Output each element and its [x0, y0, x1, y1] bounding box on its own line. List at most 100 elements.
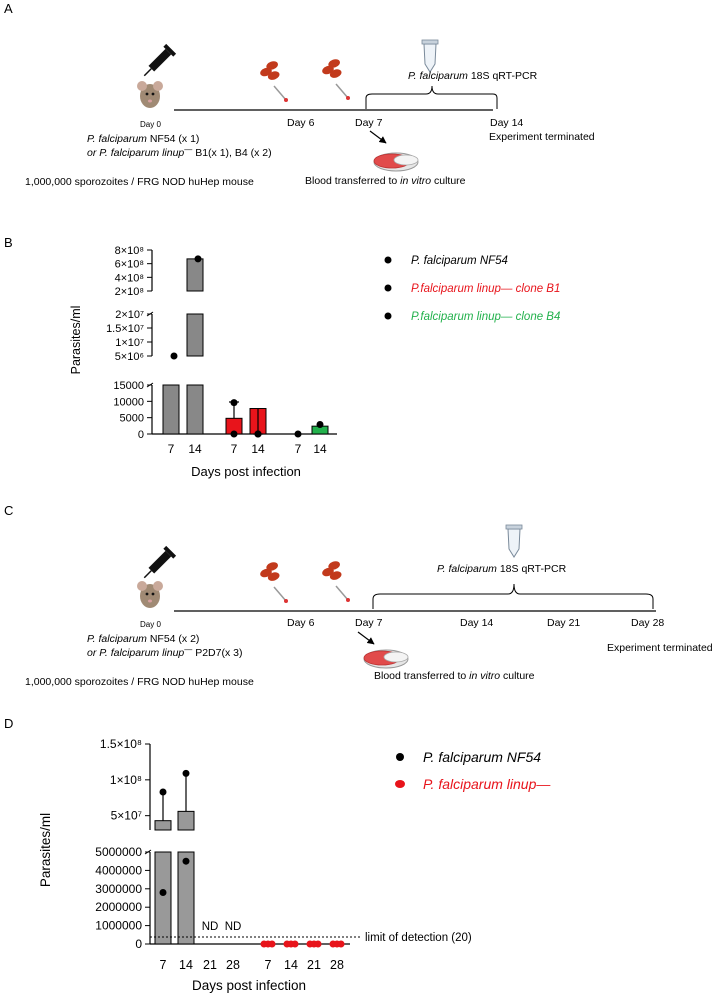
- blood-transfer-label: Blood transferred to in vitro culture: [374, 670, 535, 682]
- y-tick-label: 10000: [113, 396, 144, 408]
- timeline-day14: Day 14: [490, 117, 523, 129]
- x-tick-label: 14: [188, 442, 202, 456]
- x-tick-label: 14: [313, 442, 327, 456]
- limit-of-detection-label: limit of detection (20): [365, 932, 472, 944]
- bar: [177, 851, 195, 945]
- bar: [154, 820, 172, 831]
- y-tick-label: 4×10⁸: [115, 272, 144, 284]
- data-point: [268, 940, 276, 948]
- y-tick-label: 1×10⁷: [115, 337, 144, 349]
- y-axis-label: Parasites/ml: [38, 813, 53, 887]
- experiment-terminated: Experiment terminated: [489, 131, 595, 143]
- panel-c-letter: C: [4, 503, 13, 518]
- panel-b-chart: B 0500010000150005×10⁶1×10⁷1.5×10⁷2×10⁷2…: [4, 235, 560, 479]
- legend-marker: [384, 284, 392, 292]
- timeline-day0: Day 0: [140, 120, 161, 129]
- syringe-icon: [143, 545, 177, 579]
- panel-a: A Day 0 Day 6 Day 7 Day 14 Experiment te…: [4, 1, 595, 188]
- syringe-icon: [143, 43, 177, 77]
- nd-annotation: ND: [202, 921, 219, 933]
- data-point: [194, 255, 202, 263]
- legend-marker: [384, 256, 392, 264]
- timeline-day7: Day 7: [355, 617, 383, 629]
- x-tick-label: 21: [307, 958, 321, 972]
- transfer-arrow: [369, 130, 387, 144]
- blood-transfer-label: Blood transferred to in vitro culture: [305, 175, 466, 187]
- data-point: [182, 857, 190, 865]
- y-tick-label: 0: [135, 937, 142, 951]
- red-blood-cell-icon: [320, 558, 351, 603]
- x-tick-label: 28: [330, 958, 344, 972]
- x-axis-label: Days post infection: [192, 978, 306, 993]
- strain-linup-label: or P. falciparum linup— B1(x 1), B4 (x 2…: [87, 145, 272, 160]
- strain-nf54-label: P. falciparum NF54 (x 1): [87, 133, 199, 145]
- mouse-icon: [137, 581, 163, 608]
- data-point: [316, 421, 324, 429]
- y-tick-label: 5×10⁶: [115, 351, 144, 363]
- x-tick-label: 7: [265, 958, 272, 972]
- x-tick-label: 7: [295, 442, 302, 456]
- x-tick-label: 14: [284, 958, 298, 972]
- data-point: [230, 399, 238, 407]
- y-tick-label: 1×10⁸: [110, 773, 142, 787]
- y-tick-label: 0: [138, 429, 144, 441]
- red-blood-cell-icon: [320, 56, 351, 101]
- sporozoite-dose-label: 1,000,000 sporozoites / FRG NOD huHep mo…: [25, 676, 254, 688]
- data-point: [170, 352, 178, 360]
- y-tick-label: 1.5×10⁷: [106, 323, 144, 335]
- y-tick-label: 1000000: [95, 919, 142, 933]
- tube-icon: [505, 524, 523, 558]
- legend-marker: [395, 780, 405, 788]
- experiment-terminated: Experiment terminated: [607, 642, 713, 654]
- bar: [186, 313, 204, 357]
- y-tick-label: 4000000: [95, 863, 142, 877]
- data-point: [159, 788, 167, 796]
- culture-dish-icon: [373, 152, 419, 172]
- qpcr-bracket: [365, 85, 498, 109]
- legend-label: P.falciparum linup— clone B1: [411, 283, 560, 295]
- mouse-icon: [137, 81, 163, 108]
- x-tick-label: 7: [160, 958, 167, 972]
- timeline-day21: Day 21: [547, 617, 580, 629]
- data-point: [291, 940, 299, 948]
- legend-label: P. falciparum NF54: [411, 255, 508, 267]
- data-point: [182, 769, 190, 777]
- x-tick-label: 14: [179, 958, 193, 972]
- panel-d-letter: D: [4, 716, 13, 731]
- legend-label: P. falciparum linup—: [423, 776, 551, 792]
- nd-annotation: ND: [225, 921, 242, 933]
- y-axis-label: Parasites/ml: [69, 306, 83, 375]
- x-tick-label: 7: [168, 442, 175, 456]
- transfer-arrow: [357, 631, 375, 645]
- y-tick-label: 5×10⁷: [111, 809, 142, 823]
- y-tick-label: 1.5×10⁸: [100, 737, 142, 751]
- bar: [186, 384, 204, 435]
- qpcr-label: P. falciparum 18S qRT-PCR: [437, 563, 567, 575]
- data-point: [294, 430, 302, 438]
- y-tick-label: 8×10⁸: [115, 245, 144, 257]
- data-point: [254, 430, 262, 438]
- panel-a-letter: A: [4, 1, 13, 16]
- strain-linup-label: or P. falciparum linup— P2D7(x 3): [87, 645, 242, 660]
- x-tick-label: 7: [231, 442, 238, 456]
- y-tick-label: 3000000: [95, 882, 142, 896]
- red-blood-cell-icon: [258, 559, 289, 604]
- timeline-day0: Day 0: [140, 620, 161, 629]
- timeline-day6: Day 6: [287, 117, 315, 129]
- timeline-day7: Day 7: [355, 117, 383, 129]
- y-tick-label: 2×10⁷: [115, 309, 144, 321]
- panel-c: C Day 0 Day 6 Day 7 Day 14 Day 21 Day 28…: [4, 503, 713, 688]
- timeline-day6: Day 6: [287, 617, 315, 629]
- culture-dish-icon: [363, 649, 409, 669]
- panel-b-letter: B: [4, 235, 13, 250]
- x-axis-label: Days post infection: [191, 464, 301, 479]
- x-tick-label: 14: [251, 442, 265, 456]
- panel-d-chart: D 0100000020000003000000400000050000005×…: [4, 716, 551, 993]
- bar: [177, 810, 195, 831]
- y-tick-label: 15000: [113, 380, 144, 392]
- legend-marker: [396, 753, 404, 761]
- data-point: [159, 888, 167, 896]
- timeline-day28: Day 28: [631, 617, 664, 629]
- data-point: [230, 430, 238, 438]
- legend-marker: [384, 312, 392, 320]
